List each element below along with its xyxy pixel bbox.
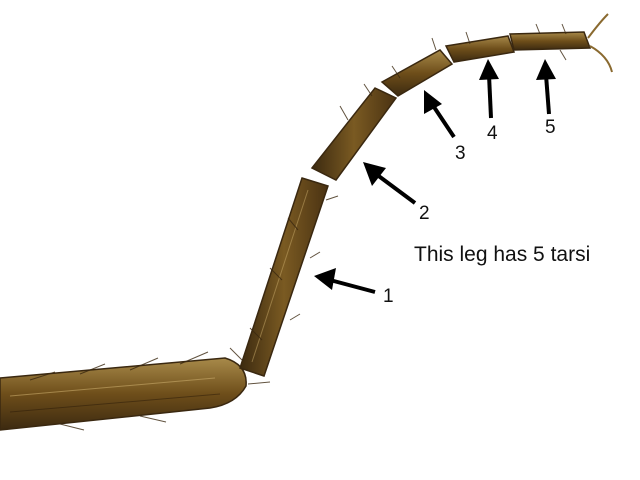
label-2: 2: [419, 203, 430, 224]
label-5: 5: [545, 117, 556, 138]
tibia-segment: [239, 177, 329, 377]
label-1: 1: [383, 286, 394, 307]
arrow-5: [536, 59, 556, 115]
arrow-1: [314, 268, 376, 294]
arrow-4: [479, 59, 499, 119]
label-3: 3: [455, 143, 466, 164]
femur-segment: [0, 357, 247, 431]
arrow-2: [363, 162, 417, 205]
tarsus-5-segment: [509, 31, 592, 51]
tarsus-2-segment: [380, 49, 454, 97]
claw-shape: [587, 13, 613, 73]
caption-text: This leg has 5 tarsi: [414, 243, 591, 266]
leg-bristles: [29, 23, 567, 431]
arrow-3: [424, 90, 456, 139]
tarsus-1-segment: [310, 87, 398, 181]
label-4: 4: [487, 123, 498, 144]
tarsus-3-4-segment: [444, 35, 516, 63]
